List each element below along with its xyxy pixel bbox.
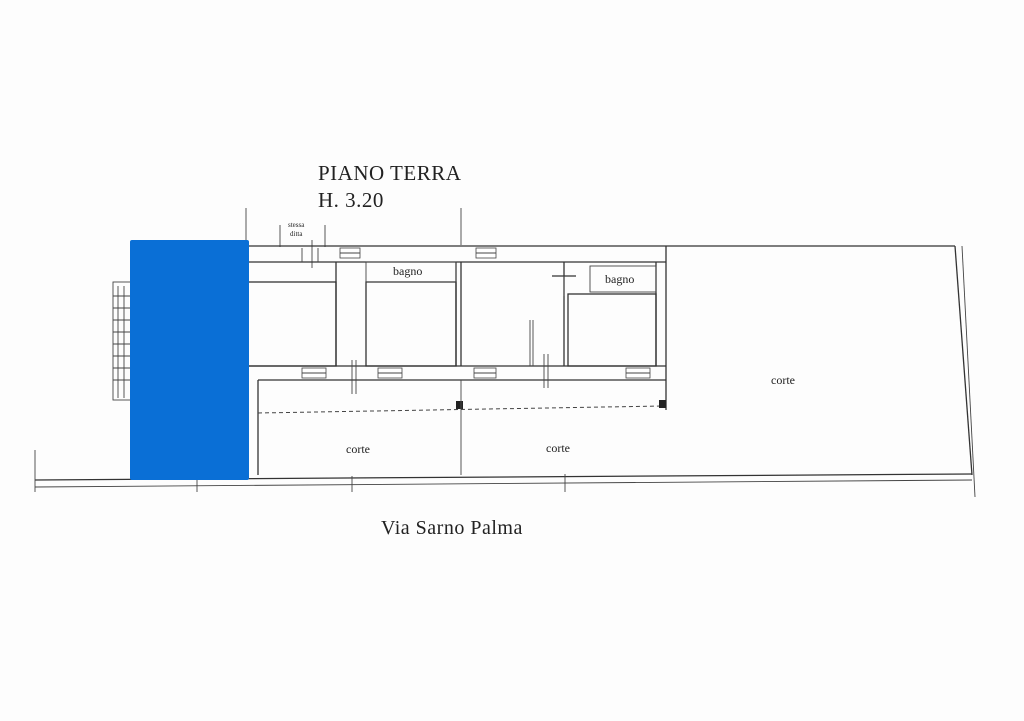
stessa-label: stessa (288, 221, 305, 229)
corte-right-label: corte (771, 373, 795, 387)
bagno-left-label: bagno (393, 264, 422, 278)
interior-partitions (245, 261, 657, 367)
canopy-dashed-line (257, 405, 663, 414)
pillar-right (659, 400, 666, 408)
right-courtyard-boundary (666, 245, 976, 498)
bagno-right-label: bagno (605, 272, 634, 286)
street-name-label: Via Sarno Palma (381, 517, 523, 539)
left-staircase (112, 281, 132, 401)
redaction-block (130, 240, 249, 480)
corte-middle-label: corte (546, 441, 570, 455)
height-label: H. 3.20 (318, 188, 384, 212)
pillar-left (456, 401, 463, 409)
ditta-label: ditta (290, 230, 303, 238)
corte-left-label: corte (346, 442, 370, 456)
floor-title: PIANO TERRA (318, 161, 462, 185)
window-openings (301, 247, 651, 394)
